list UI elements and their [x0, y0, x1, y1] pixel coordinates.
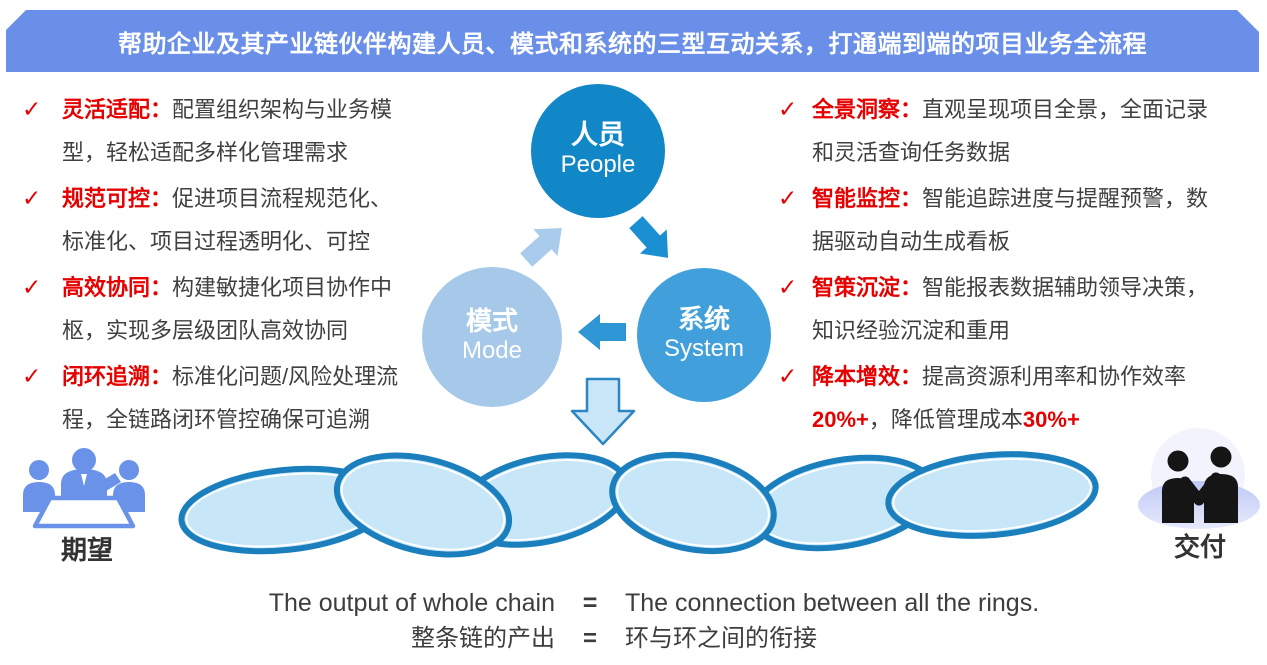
feature-label: 高效协同： — [62, 275, 173, 300]
check-icon: ✓ — [22, 363, 42, 389]
delivery-label: 交付 — [1173, 532, 1226, 562]
people-mode-system-cycle: 人员 People 模式 Mode 系统 System — [422, 84, 771, 446]
people-to-system-arrow — [629, 216, 669, 258]
system-label-en: System — [664, 335, 744, 362]
mode-label-en: Mode — [462, 337, 522, 364]
chain-ring — [333, 452, 513, 558]
check-icon: ✓ — [778, 185, 798, 211]
feature-label: 规范可控： — [62, 186, 173, 211]
system-circle — [637, 268, 771, 402]
feature-text: 智能报表数据辅助领导决策，知识经验沉淀和重用 — [812, 275, 1209, 343]
check-icon: ✓ — [22, 185, 42, 211]
people-circle — [531, 84, 665, 218]
meeting-icon — [23, 448, 145, 529]
check-icon: ✓ — [22, 274, 42, 300]
feature-item: ✓ 闭环追溯：标准化问题/风险处理流程，全链路闭环管控确保可追溯 — [22, 355, 400, 441]
feature-item: ✓ 全景洞察：直观呈现项目全景，全面记录和灵活查询任务数据 — [778, 88, 1212, 174]
check-icon: ✓ — [778, 96, 798, 122]
metric-highlight: 30%+ — [1022, 407, 1080, 432]
expectation-label: 期望 — [60, 535, 113, 565]
people-label-en: People — [561, 151, 636, 178]
equation-zh-equals: = — [582, 625, 597, 652]
feature-text: 智能追踪进度与提醒预警，数据驱动自动生成看板 — [812, 186, 1209, 254]
check-icon: ✓ — [778, 274, 798, 300]
feature-text: 标准化问题/风险处理流程，全链路闭环管控确保可追溯 — [62, 364, 399, 432]
feature-item: ✓ 规范可控：促进项目流程规范化、标准化、项目过程透明化、可控 — [22, 177, 400, 263]
equation-zh-right: 环与环之间的衔接 — [625, 625, 817, 652]
right-feature-list: ✓ 全景洞察：直观呈现项目全景，全面记录和灵活查询任务数据 ✓ 智能监控：智能追… — [778, 88, 1212, 444]
down-arrow — [570, 377, 636, 446]
feature-item: ✓ 智策沉淀：智能报表数据辅助领导决策，知识经验沉淀和重用 — [778, 266, 1212, 352]
mode-to-people-arrow — [520, 227, 562, 267]
left-feature-list: ✓ 灵活适配：配置组织架构与业务模型，轻松适配多样化管理需求 ✓ 规范可控：促进… — [22, 88, 400, 444]
feature-label: 智能监控： — [812, 186, 923, 211]
banner: 帮助企业及其产业链伙伴构建人员、模式和系统的三型互动关系，打通端到端的项目业务全… — [6, 10, 1259, 72]
system-label-zh: 系统 — [678, 304, 730, 334]
meeting-table — [32, 495, 136, 529]
feature-label: 灵活适配： — [62, 97, 173, 122]
people-label-zh: 人员 — [571, 120, 625, 150]
equation-en-equals: = — [582, 589, 598, 617]
equation-en-left: The output of whole chain — [268, 589, 555, 617]
feature-text: 直观呈现项目全景，全面记录和灵活查询任务数据 — [812, 97, 1209, 165]
check-icon: ✓ — [778, 363, 798, 389]
feature-item: ✓ 高效协同：构建敏捷化项目协作中枢，实现多层级团队高效协同 — [22, 266, 400, 352]
feature-item: ✓ 智能监控：智能追踪进度与提醒预警，数据驱动自动生成看板 — [778, 177, 1212, 263]
metric-highlight: 20%+ — [812, 407, 869, 432]
equation: The output of whole chain = The connecti… — [115, 586, 1039, 656]
feature-item: ✓ 降本增效：提高资源利用率和协作效率 20%+，降低管理成本30%+ — [778, 355, 1212, 441]
feature-label: 闭环追溯： — [62, 364, 173, 389]
mode-label-zh: 模式 — [466, 306, 518, 336]
feature-label: 全景洞察： — [812, 97, 923, 122]
feature-text: 提高资源利用率和协作效率 — [922, 364, 1187, 389]
chain-ring — [609, 451, 777, 555]
feature-label: 降本增效： — [812, 364, 923, 389]
chain-of-rings — [178, 451, 1099, 558]
chain-ring — [885, 451, 1099, 539]
feature-text: 配置组织架构与业务模型，轻松适配多样化管理需求 — [62, 97, 393, 165]
equation-en-right: The connection between all the rings. — [625, 589, 1040, 617]
feature-text: 构建敏捷化项目协作中枢，实现多层级团队高效协同 — [62, 275, 393, 343]
feature-label: 智策沉淀： — [812, 275, 923, 300]
banner-title: 帮助企业及其产业链伙伴构建人员、模式和系统的三型互动关系，打通端到端的项目业务全… — [118, 30, 1147, 58]
mode-circle — [422, 267, 562, 407]
equation-zh-left: 整条链的产出 — [411, 625, 555, 652]
check-icon: ✓ — [22, 96, 42, 122]
feature-text: ，降低管理成本 — [868, 407, 1023, 432]
feature-text: 促进项目流程规范化、标准化、项目过程透明化、可控 — [62, 186, 393, 254]
feature-item: ✓ 灵活适配：配置组织架构与业务模型，轻松适配多样化管理需求 — [22, 88, 400, 174]
handshake-icon — [1138, 428, 1260, 529]
system-to-mode-arrow — [578, 314, 626, 350]
